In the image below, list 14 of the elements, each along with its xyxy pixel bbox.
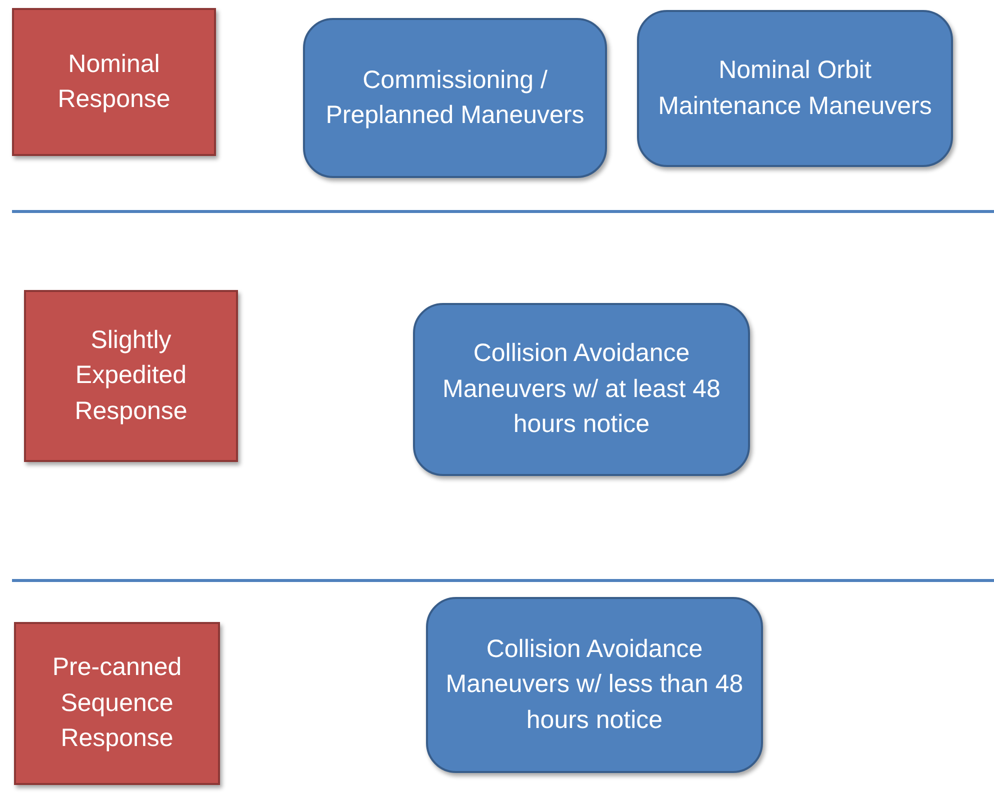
maneuver-box	[426, 597, 763, 773]
maneuver-box	[303, 18, 607, 178]
box-label: Nominal Orbit Maintenance Maneuvers	[657, 55, 933, 122]
response-level-box	[24, 290, 238, 462]
box-label: Slightly Expedited Response	[74, 324, 188, 427]
response-level-box	[14, 622, 220, 785]
response-level-box	[12, 8, 216, 156]
maneuver-box	[413, 303, 750, 476]
box-label: Pre-canned Sequence Response	[51, 652, 183, 754]
maneuver-box	[637, 10, 953, 167]
box-label: Collision Avoidance Maneuvers w/ at least 48 hours notice	[442, 338, 722, 440]
box-label: Nominal Response	[56, 48, 172, 115]
box-label: Commissioning / Preplanned Maneuvers	[324, 64, 586, 131]
box-label: Collision Avoidance Maneuvers w/ less than 48 hours notice	[444, 634, 744, 736]
